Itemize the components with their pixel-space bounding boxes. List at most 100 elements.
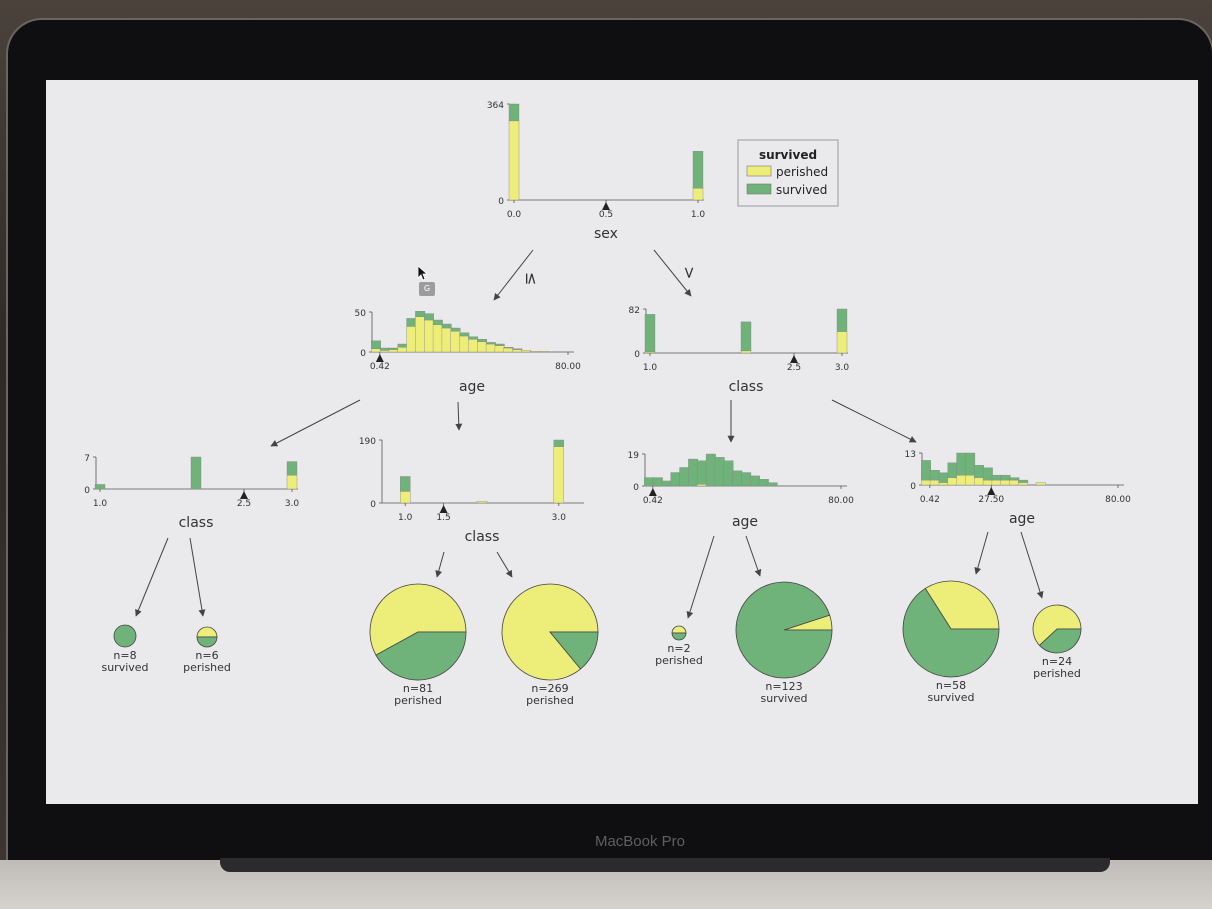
cursor-tooltip: G (419, 282, 435, 296)
y-tick-label-max: 19 (628, 451, 640, 461)
x-tick-label: 80.00 (1105, 495, 1131, 505)
x-tick-label: 0.42 (643, 496, 663, 506)
bar-survived (732, 470, 743, 487)
bar-survived (670, 472, 681, 487)
leaf-class: perished (394, 694, 442, 707)
bar-perished (965, 474, 976, 486)
y-tick-label-zero: 0 (370, 500, 376, 510)
bar-survived (415, 310, 426, 317)
x-tick-label: 0.42 (370, 362, 390, 372)
pie-slice-survived (671, 632, 687, 641)
bar-perished (974, 477, 984, 486)
split-marker-icon (375, 354, 384, 362)
bar-survived (371, 340, 381, 349)
feature-label: age (732, 514, 758, 530)
bar-perished (1018, 482, 1029, 486)
leaf-count: n=8 (113, 649, 136, 662)
hinge-notch (220, 858, 1110, 872)
bar-perished (503, 347, 514, 353)
pie-slice-perished (671, 625, 687, 634)
edge-RR-leaf8 (1020, 531, 1044, 599)
leaf-count: n=123 (765, 680, 802, 693)
bar-perished (379, 350, 390, 353)
legend: survived perished survived (737, 139, 839, 207)
bar-survived (441, 323, 452, 329)
edge-L-LL (270, 399, 361, 447)
y-tick-label-max: 50 (355, 309, 367, 319)
bar-perished (1009, 479, 1020, 486)
bar-survived (767, 482, 778, 487)
pie-slice-survived (735, 581, 833, 679)
bar-perished (476, 501, 488, 504)
feature-label: class (729, 379, 764, 395)
split-marker-icon (602, 202, 610, 210)
bar-perished (406, 326, 417, 353)
x-tick-label: 3.0 (285, 499, 300, 509)
bar-survived (974, 465, 984, 478)
leaf-class: survived (927, 691, 974, 704)
x-tick-label: 3.0 (552, 513, 567, 523)
x-tick-label: 80.00 (555, 362, 581, 372)
leaf-count: n=81 (403, 682, 433, 695)
bar-survived (991, 474, 1002, 481)
bar-perished (697, 484, 707, 487)
bar-survived (692, 151, 704, 189)
bar-perished (521, 350, 532, 353)
bar-survived (679, 467, 690, 487)
bar-survived (553, 439, 564, 447)
leaf-class: perished (655, 654, 703, 667)
leaf-class: survived (760, 692, 807, 705)
x-tick-label: 0.42 (920, 495, 940, 505)
bar-survived (190, 456, 202, 490)
bar-survived (450, 327, 461, 332)
bar-survived (508, 103, 520, 122)
x-tick-label: 1.0 (93, 499, 108, 509)
mouse-pointer-icon (418, 266, 428, 281)
pie-slice-survived (113, 624, 137, 648)
split-marker-icon (987, 487, 996, 495)
edge-LL-leaf1 (135, 537, 169, 617)
bar-survived (740, 321, 752, 352)
bar-survived (94, 484, 106, 490)
bar-perished (991, 479, 1002, 486)
split-marker-icon (648, 488, 657, 496)
pie-slice-perished (196, 626, 218, 638)
x-tick-label: 1.0 (643, 363, 658, 373)
bar-survived (485, 342, 496, 345)
bar-survived (286, 461, 298, 476)
bar-perished (692, 187, 704, 201)
feature-label: sex (594, 226, 618, 242)
y-tick-label-zero: 0 (910, 482, 916, 492)
bar-perished (1035, 482, 1046, 486)
bar-perished (477, 341, 487, 353)
bar-perished (494, 345, 505, 353)
tree-edges (135, 249, 1044, 619)
bar-perished (397, 347, 408, 353)
bar-survived (468, 336, 479, 340)
bar-survived (741, 472, 752, 487)
legend-title: survived (759, 148, 817, 162)
bar-survived (644, 314, 656, 353)
bar-perished (538, 351, 549, 353)
y-tick-label-max: 190 (359, 437, 376, 447)
bar-perished (740, 350, 752, 354)
bar-perished (388, 349, 399, 353)
bar-perished (921, 479, 931, 486)
bar-perished (450, 330, 461, 353)
bar-survived (688, 458, 699, 487)
bar-perished (441, 327, 452, 353)
x-tick-label: 3.0 (835, 363, 850, 373)
bar-survived (661, 480, 672, 487)
bar-survived (1018, 479, 1029, 483)
bar-survived (459, 332, 470, 337)
